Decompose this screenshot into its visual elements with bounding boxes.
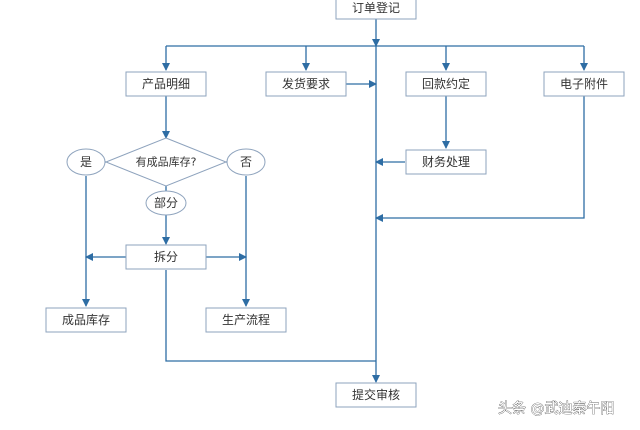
label-submit: 提交审核 [352,387,400,402]
label-yes: 是 [80,155,92,169]
label-shipping-req: 发货要求 [282,76,330,91]
node-split [125,244,207,270]
label-order-register: 订单登记 [352,0,400,15]
node-payment-terms [405,71,487,97]
label-production: 生产流程 [222,312,270,327]
label-payment-terms: 回款约定 [422,76,470,91]
node-production [205,307,287,333]
label-no: 否 [240,155,252,169]
label-finance: 财务处理 [422,154,470,169]
node-yes [66,148,106,176]
label-partial: 部分 [154,195,178,210]
label-stock: 成品库存 [62,312,110,327]
node-no [226,148,266,176]
label-split: 拆分 [154,249,178,264]
node-shipping-req [265,71,347,97]
edge-attachments-to-trunk [375,96,585,222]
label-has-stock: 有成品库存? [136,155,197,169]
node-finance [405,149,487,175]
label-product-detail: 产品明细 [142,77,190,91]
node-attachments [543,71,625,97]
label-attachments: 电子附件 [560,77,608,91]
edge-split-to-trunk [165,270,376,362]
node-submit [335,382,417,408]
node-stock [45,307,127,333]
node-order-register [335,0,417,20]
node-has-stock-decision [104,137,228,187]
node-product-detail [125,71,207,97]
watermark: 头条 @武迪秦午阳 [498,400,614,417]
node-partial [145,190,187,216]
